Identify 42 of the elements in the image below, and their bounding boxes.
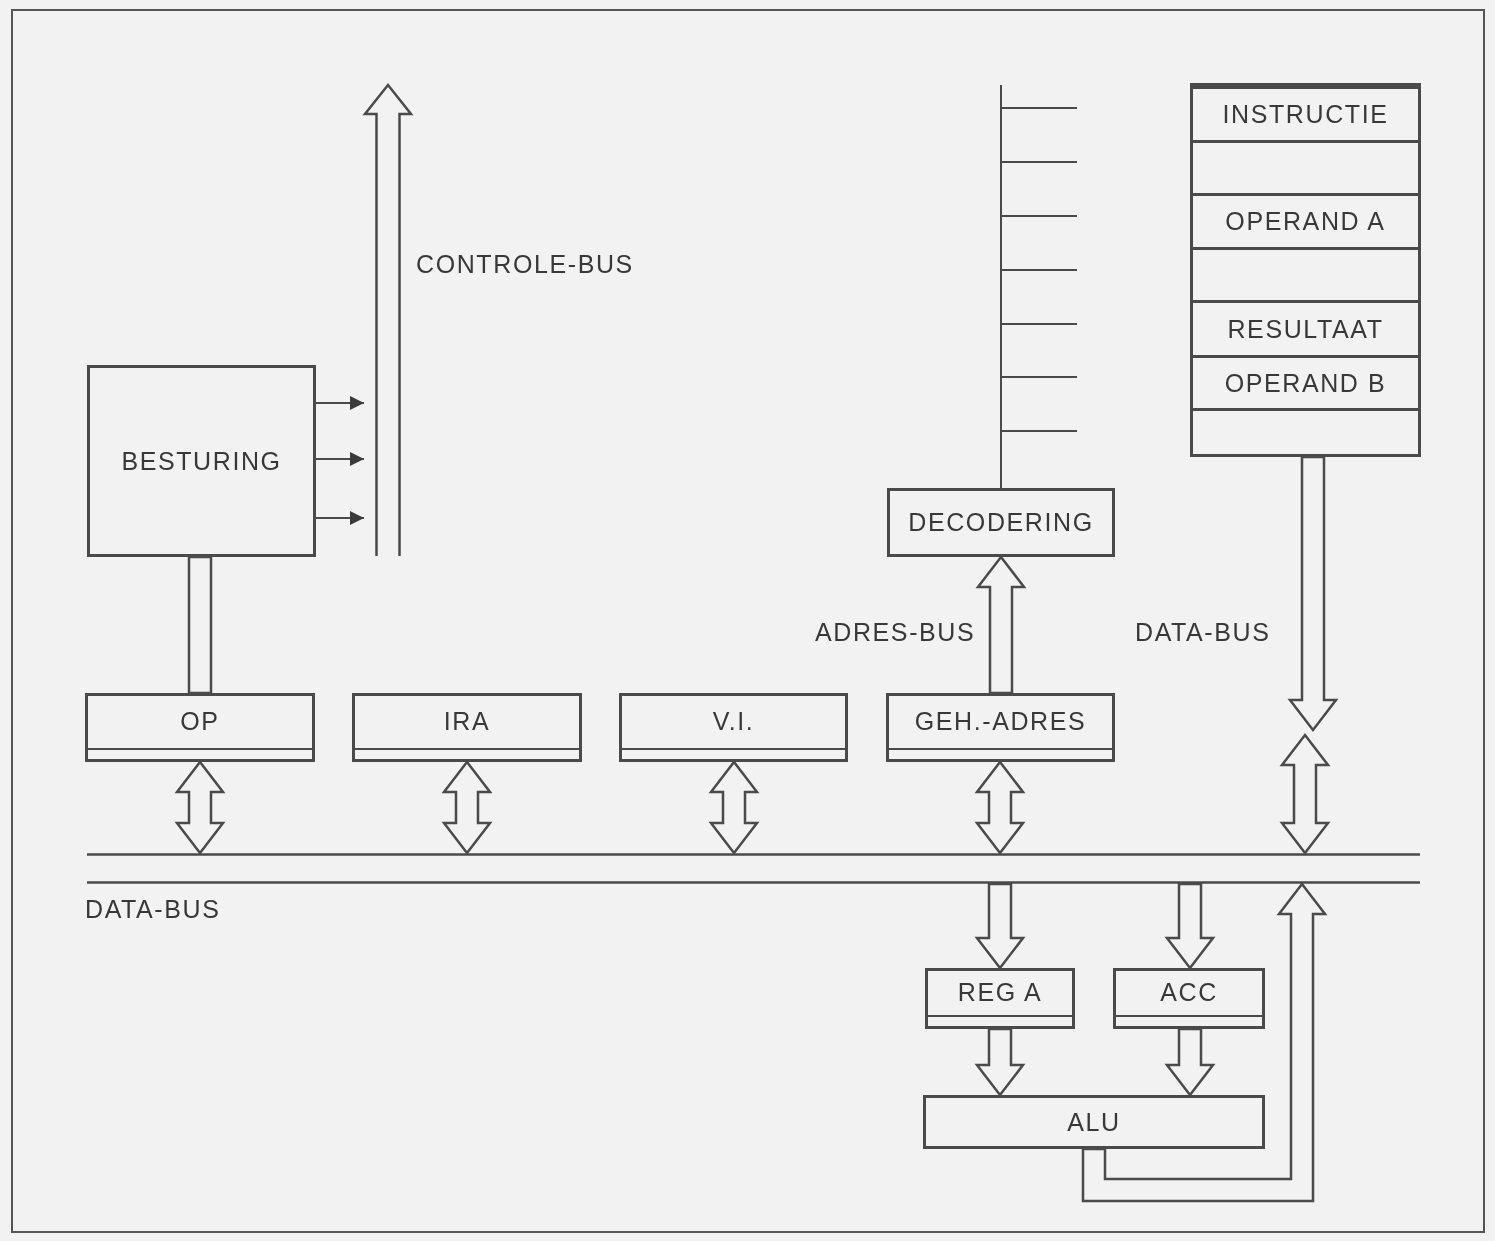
memory-cell-label: OPERAND B	[1224, 370, 1387, 396]
bus-arrow	[1164, 882, 1216, 971]
decoder-box	[887, 488, 1115, 557]
register-box	[886, 693, 1115, 762]
memory-cell-label: INSTRUCTIE	[1222, 102, 1389, 127]
bus-arrow	[174, 759, 226, 856]
bus-arrow	[1081, 881, 1328, 1203]
memory-cell-label: OPERAND A	[1225, 209, 1386, 234]
block-label: ALU	[1067, 1109, 1121, 1135]
bus-arrow	[708, 759, 760, 856]
bus-arrow	[1279, 732, 1331, 856]
bus-arrow	[1164, 1027, 1216, 1098]
memory-cell-label: RESULTAAT	[1227, 316, 1384, 342]
register-box	[925, 968, 1075, 1029]
bus-arrow	[975, 554, 1027, 695]
block-label: GEH.-ADRES	[914, 709, 1087, 734]
bus-arrow	[974, 759, 1026, 856]
bus-arrow	[1287, 455, 1339, 733]
block-label: BESTURING	[121, 448, 282, 474]
signal-arrow	[315, 511, 365, 525]
memory-block	[1190, 83, 1421, 457]
register-box	[85, 693, 315, 762]
block-label: ACC	[1160, 980, 1218, 1005]
block-label: OP	[180, 709, 220, 734]
bus-arrow	[441, 759, 493, 856]
signal-arrow	[315, 452, 365, 466]
register-box	[1113, 968, 1265, 1029]
register-box	[619, 693, 848, 762]
bus-arrow	[974, 1027, 1026, 1098]
signal-arrow	[315, 396, 365, 410]
block-label: DECODERING	[908, 510, 1094, 535]
bus-label: DATA-BUS	[85, 897, 221, 922]
register-box	[352, 693, 582, 762]
block-label: REG A	[957, 980, 1043, 1005]
block-label: IRA	[443, 709, 491, 734]
address-line	[1000, 84, 1002, 489]
bus-label: CONTROLE-BUS	[416, 252, 634, 277]
bus-arrow	[974, 882, 1026, 971]
bus-arrow	[187, 555, 213, 695]
block-label: V.I.	[712, 709, 755, 734]
alu-box	[923, 1095, 1265, 1149]
control-unit-box	[87, 365, 316, 557]
